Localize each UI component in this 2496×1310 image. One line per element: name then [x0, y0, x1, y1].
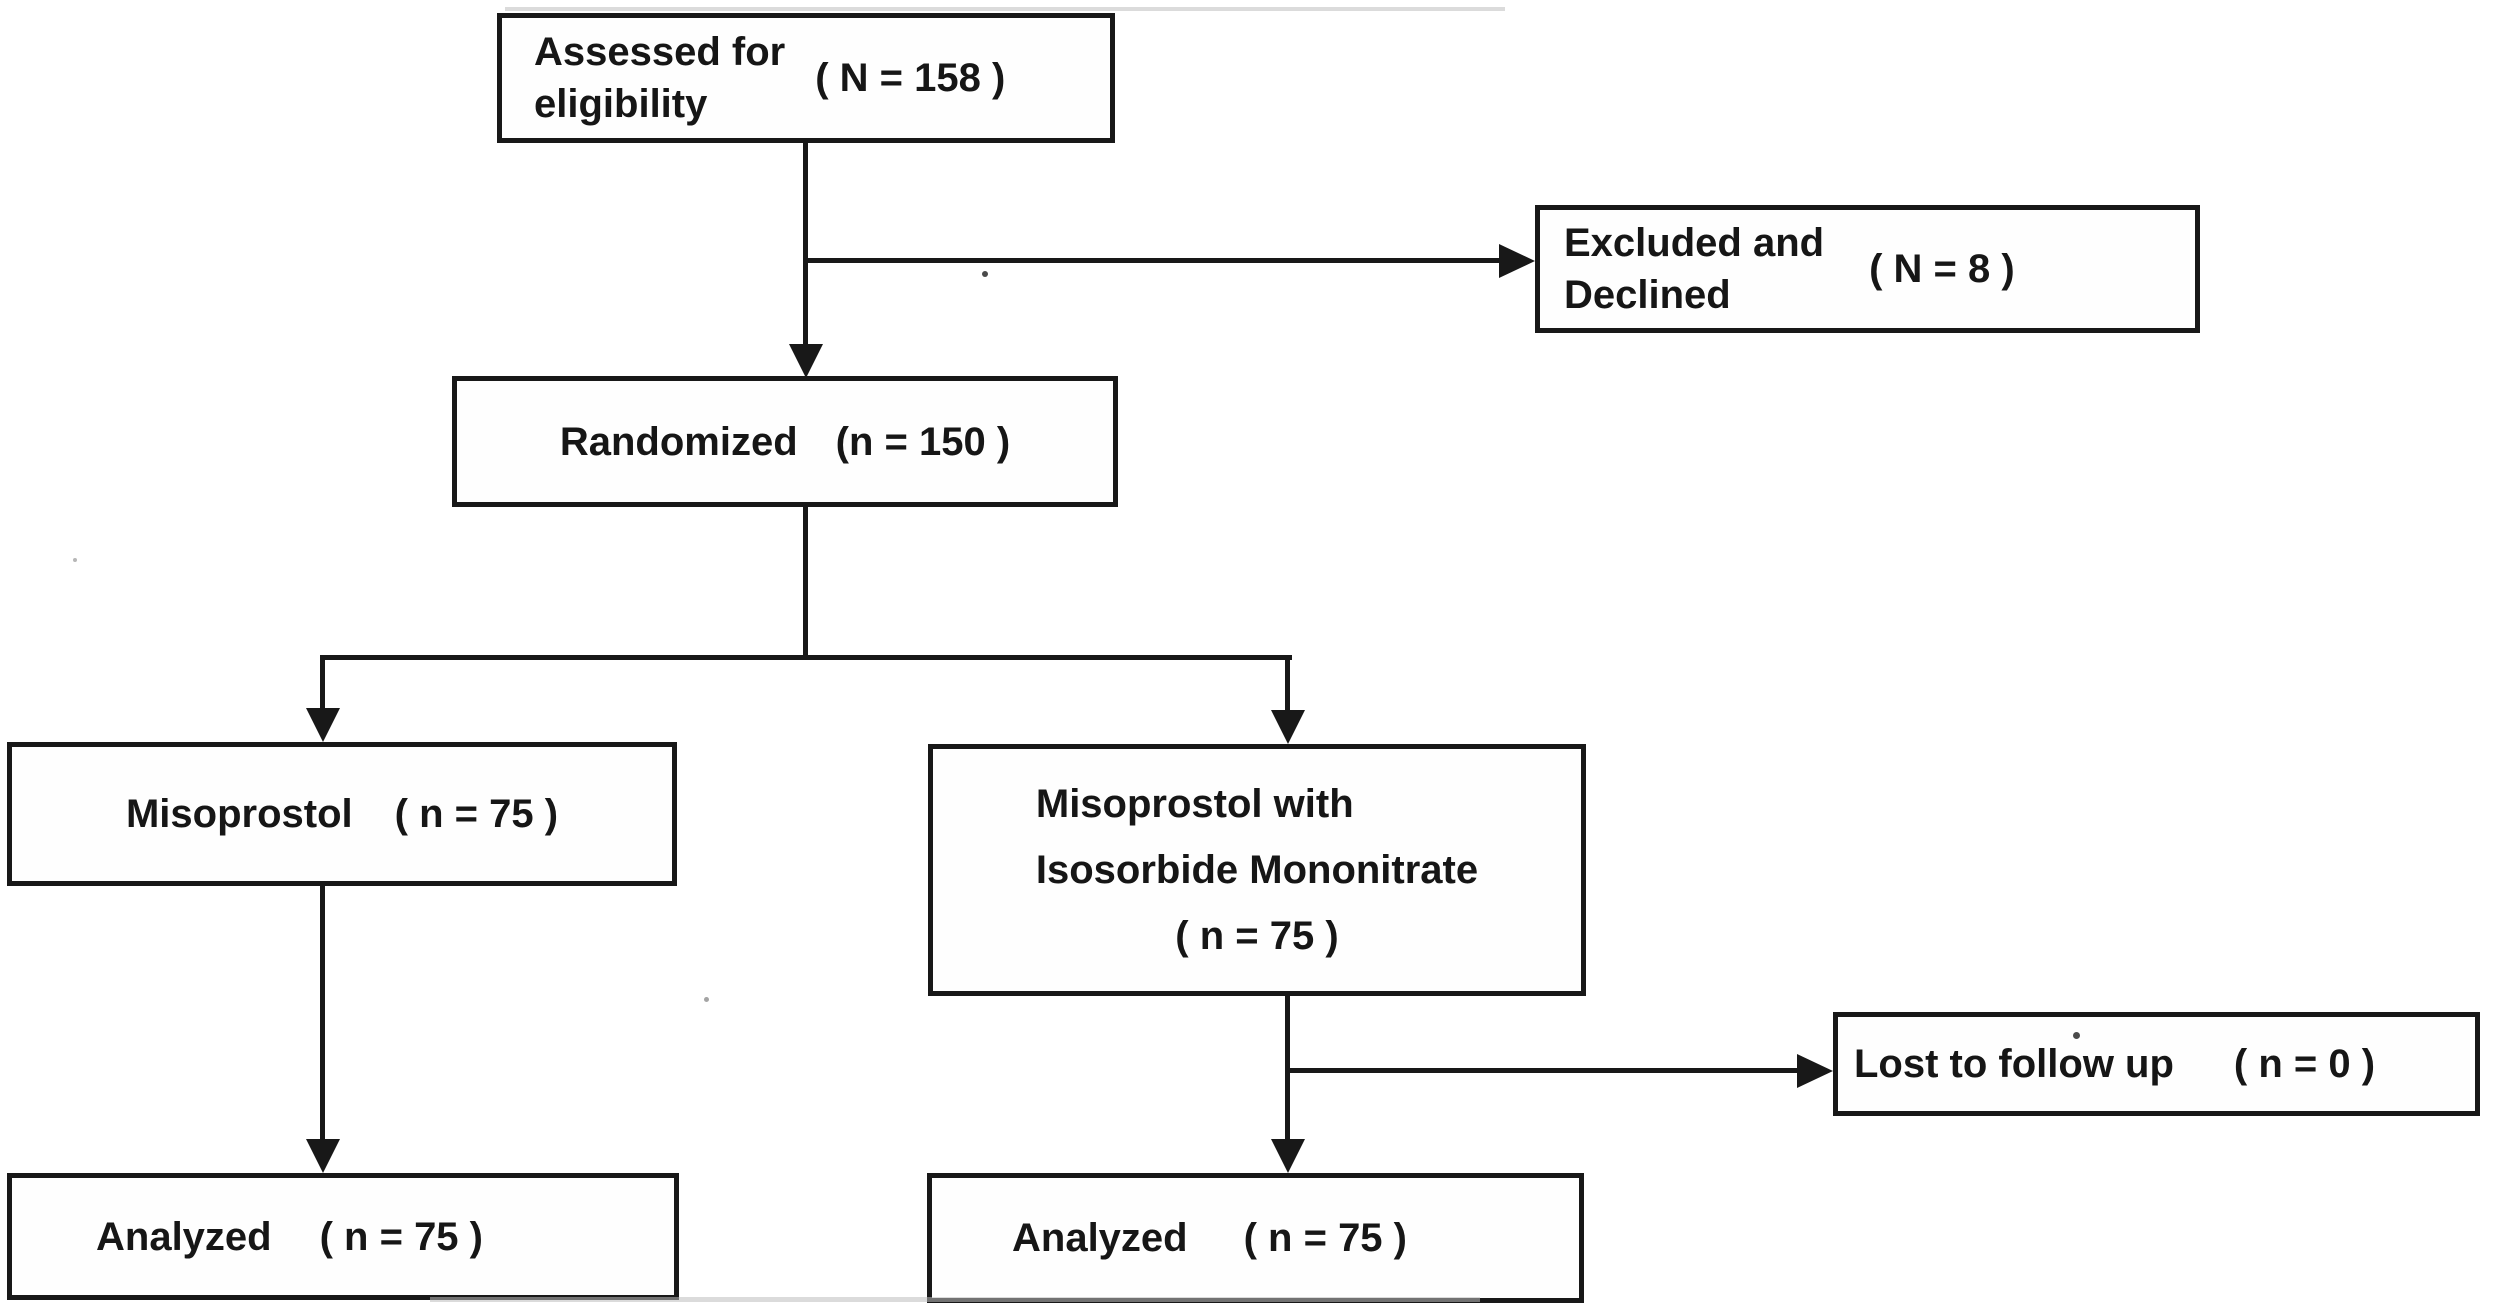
flow-box-excluded-declined: Excluded and Declined ( N = 8 )	[1535, 205, 2200, 333]
connector-fork-to-miso-imn	[1285, 655, 1290, 715]
arrowhead-into-analyzed-right-icon	[1271, 1139, 1305, 1173]
connector-fork-to-misoprostol	[320, 655, 325, 713]
scan-speck	[73, 558, 77, 562]
label-line: eligibility	[534, 82, 708, 126]
arrowhead-into-lost-follow-up-icon	[1797, 1054, 1833, 1088]
fork-splitter	[320, 655, 1292, 660]
label-line: Misoprostol with	[1035, 782, 1354, 826]
connector-to-excluded	[803, 258, 1503, 263]
scan-smudge	[430, 1297, 1480, 1302]
box-count: (n = 150 )	[835, 419, 1011, 464]
arrowhead-into-randomized-icon	[789, 344, 823, 378]
box-count: ( n = 75 )	[1175, 914, 1339, 958]
box-count: ( N = 8 )	[1869, 247, 2015, 291]
box-label: Randomized	[559, 419, 798, 464]
flow-box-randomized: Randomized (n = 150 )	[452, 376, 1118, 507]
box-count: ( n = 75 )	[319, 1214, 483, 1259]
box-count: ( n = 75 )	[394, 792, 559, 836]
arrowhead-into-miso-imn-icon	[1271, 710, 1305, 744]
connector-randomized-to-fork	[803, 505, 808, 658]
box-label: Analyzed	[1012, 1216, 1188, 1260]
box-label: Analyzed	[96, 1214, 272, 1259]
connector-assessed-to-randomized	[803, 141, 808, 351]
flow-box-analyzed-misoprostol: Analyzed ( n = 75 )	[7, 1173, 679, 1300]
arrowhead-into-excluded-icon	[1499, 244, 1535, 278]
flow-box-analyzed-miso-imn: Analyzed ( n = 75 )	[927, 1173, 1584, 1303]
connector-miso-imn-to-analyzed	[1285, 992, 1290, 1141]
box-count: ( n = 0 )	[2233, 1042, 2376, 1086]
connector-misoprostol-to-analyzed	[320, 884, 325, 1141]
box-label: Excluded and Declined	[1564, 217, 1824, 321]
box-label: Lost to follow up	[1854, 1042, 2174, 1086]
flow-box-assessed-for-eligibility: Assessed for eligibility ( N = 158 )	[497, 13, 1115, 143]
scan-speck	[704, 997, 709, 1002]
box-label: Misoprostol with Isosorbide Mononitrate …	[1036, 771, 1478, 969]
label-line: Declined	[1564, 273, 1731, 317]
scan-speck	[2073, 1032, 2080, 1039]
label-line: Excluded and	[1564, 221, 1825, 265]
arrowhead-into-analyzed-left-icon	[306, 1139, 340, 1173]
box-label: Misoprostol	[125, 792, 353, 836]
flow-box-misoprostol-with-isosorbide-mononitrate: Misoprostol with Isosorbide Mononitrate …	[928, 744, 1586, 996]
arrowhead-into-misoprostol-icon	[306, 708, 340, 742]
flow-box-lost-to-follow-up: Lost to follow up ( n = 0 )	[1833, 1012, 2480, 1116]
connector-to-lost-follow-up	[1285, 1068, 1800, 1073]
scan-smudge	[505, 7, 1505, 11]
label-line: Isosorbide Mononitrate	[1035, 848, 1479, 892]
label-line: Assessed for	[534, 30, 786, 74]
flow-box-misoprostol: Misoprostol ( n = 75 )	[7, 742, 677, 886]
box-label: Assessed for eligibility	[534, 26, 785, 130]
box-count: ( N = 158 )	[815, 56, 1006, 100]
scan-speck	[982, 271, 988, 277]
box-count: ( n = 75 )	[1243, 1216, 1407, 1260]
